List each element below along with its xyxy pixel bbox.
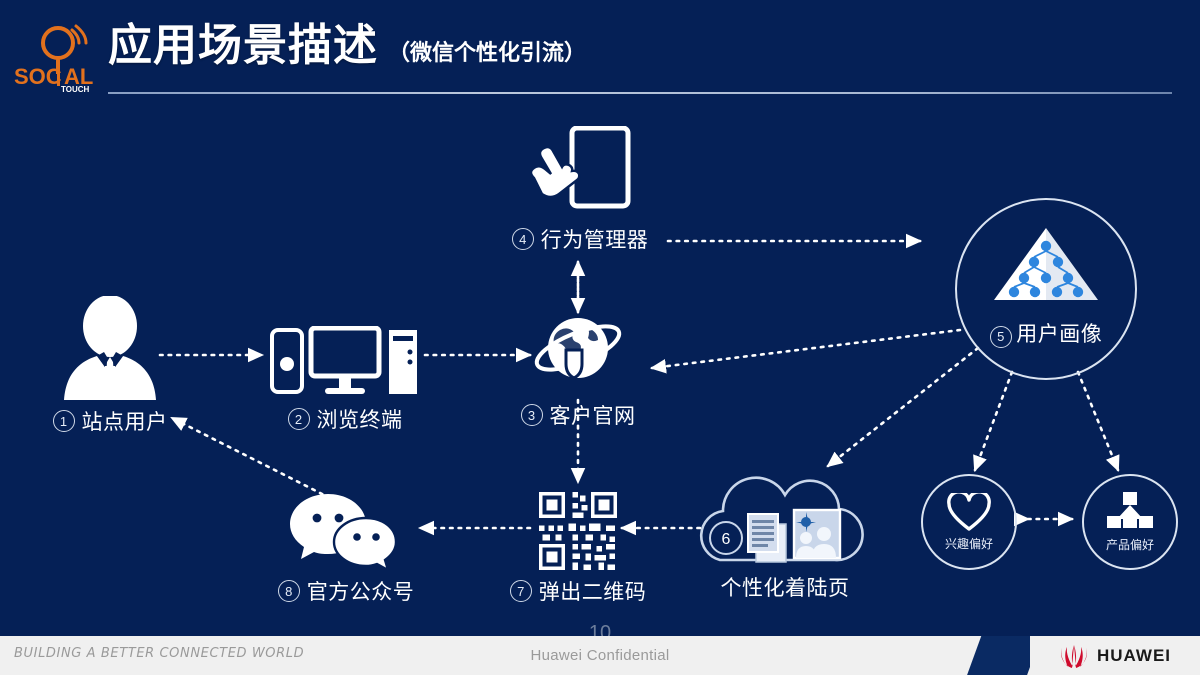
node-interest-preference-label: 兴趣偏好 <box>944 536 993 551</box>
arrow-profile-to-product <box>1076 370 1120 472</box>
node-landing-page-number: 6 <box>722 531 731 548</box>
pyramid-nodes-icon <box>994 228 1098 300</box>
node-site-user[interactable]: 1 站点用户 <box>22 296 198 436</box>
node-user-profile-label: 用户画像 <box>1016 323 1103 346</box>
node-landing-page-label: 个性化着陆页 <box>720 577 850 600</box>
title-divider <box>108 92 1172 94</box>
node-site-user-caption: 1 站点用户 <box>22 406 198 436</box>
hierarchy-icon <box>1107 491 1153 528</box>
node-behavior-manager-number: 4 <box>511 228 534 250</box>
businessman-icon <box>64 296 156 400</box>
node-qr-code[interactable]: 7 弹出二维码 <box>498 492 658 606</box>
globe-shield-icon <box>534 318 622 380</box>
node-product-preference[interactable]: 产品偏好 <box>1082 474 1178 570</box>
node-user-profile[interactable]: 5 用户画像 <box>955 198 1137 380</box>
footer-confidential: Huawei Confidential <box>530 647 670 664</box>
qr-code-icon <box>539 492 617 570</box>
social-touch-logo: SOC AL TOUCH <box>12 22 104 94</box>
node-public-account-label: 官方公众号 <box>306 581 415 604</box>
node-browsing-terminal[interactable]: 2 浏览终端 <box>262 326 428 434</box>
node-landing-page[interactable]: 6 个性化着陆页 <box>690 466 880 602</box>
footer-bar: BUILDING A BETTER CONNECTED WORLD Huawei… <box>0 636 1200 675</box>
svg-text:AL: AL <box>64 64 93 89</box>
cloud-content-icon: 6 <box>699 476 864 563</box>
node-public-account-number: 8 <box>277 580 300 602</box>
node-public-account-caption: 8 官方公众号 <box>258 576 434 606</box>
node-interest-preference[interactable]: 兴趣偏好 <box>921 474 1017 570</box>
svg-text:SOC: SOC <box>14 64 62 89</box>
node-site-user-label: 站点用户 <box>81 411 168 434</box>
title-sub-text: （微信个性化引流） <box>388 40 587 65</box>
node-customer-website-number: 3 <box>520 404 543 426</box>
node-browsing-terminal-caption: 2 浏览终端 <box>262 404 428 434</box>
node-user-profile-caption: 5 用户画像 <box>989 318 1103 348</box>
node-site-user-number: 1 <box>52 410 75 432</box>
huawei-brand: HUAWEI <box>1030 636 1200 675</box>
node-customer-website[interactable]: 3 客户官网 <box>498 308 658 430</box>
arrow-profile-to-landing <box>826 346 980 468</box>
footer-tagline: BUILDING A BETTER CONNECTED WORLD <box>14 646 305 661</box>
node-public-account[interactable]: 8 官方公众号 <box>258 492 434 606</box>
node-browsing-terminal-number: 2 <box>287 408 310 430</box>
svg-text:TOUCH: TOUCH <box>61 85 90 94</box>
node-qr-code-caption: 7 弹出二维码 <box>498 576 658 606</box>
node-qr-code-number: 7 <box>509 580 532 602</box>
node-browsing-terminal-label: 浏览终端 <box>316 409 403 432</box>
node-customer-website-caption: 3 客户官网 <box>498 400 658 430</box>
node-landing-page-caption: 个性化着陆页 <box>690 572 880 602</box>
social-touch-logo-icon: SOC AL TOUCH <box>14 24 93 94</box>
huawei-logo-icon <box>1061 644 1087 668</box>
node-user-profile-number: 5 <box>989 325 1012 348</box>
page-title: 应用场景描述 （微信个性化引流） <box>108 24 586 68</box>
devices-icon <box>270 326 417 394</box>
heart-icon <box>947 492 991 531</box>
huawei-wordmark: HUAWEI <box>1097 645 1171 665</box>
arrow-profile-to-website <box>649 328 962 374</box>
node-behavior-manager-label: 行为管理器 <box>540 229 649 252</box>
wechat-icon <box>290 494 398 570</box>
hand-tablet-icon <box>529 126 631 209</box>
node-behavior-manager-caption: 4 行为管理器 <box>492 224 668 254</box>
node-product-preference-label: 产品偏好 <box>1105 537 1154 552</box>
node-customer-website-label: 客户官网 <box>549 405 636 428</box>
arrow-profile-to-interest <box>973 370 1014 472</box>
node-behavior-manager[interactable]: 4 行为管理器 <box>492 126 668 254</box>
title-main-text: 应用场景描述 <box>108 21 378 70</box>
node-qr-code-label: 弹出二维码 <box>538 581 647 604</box>
